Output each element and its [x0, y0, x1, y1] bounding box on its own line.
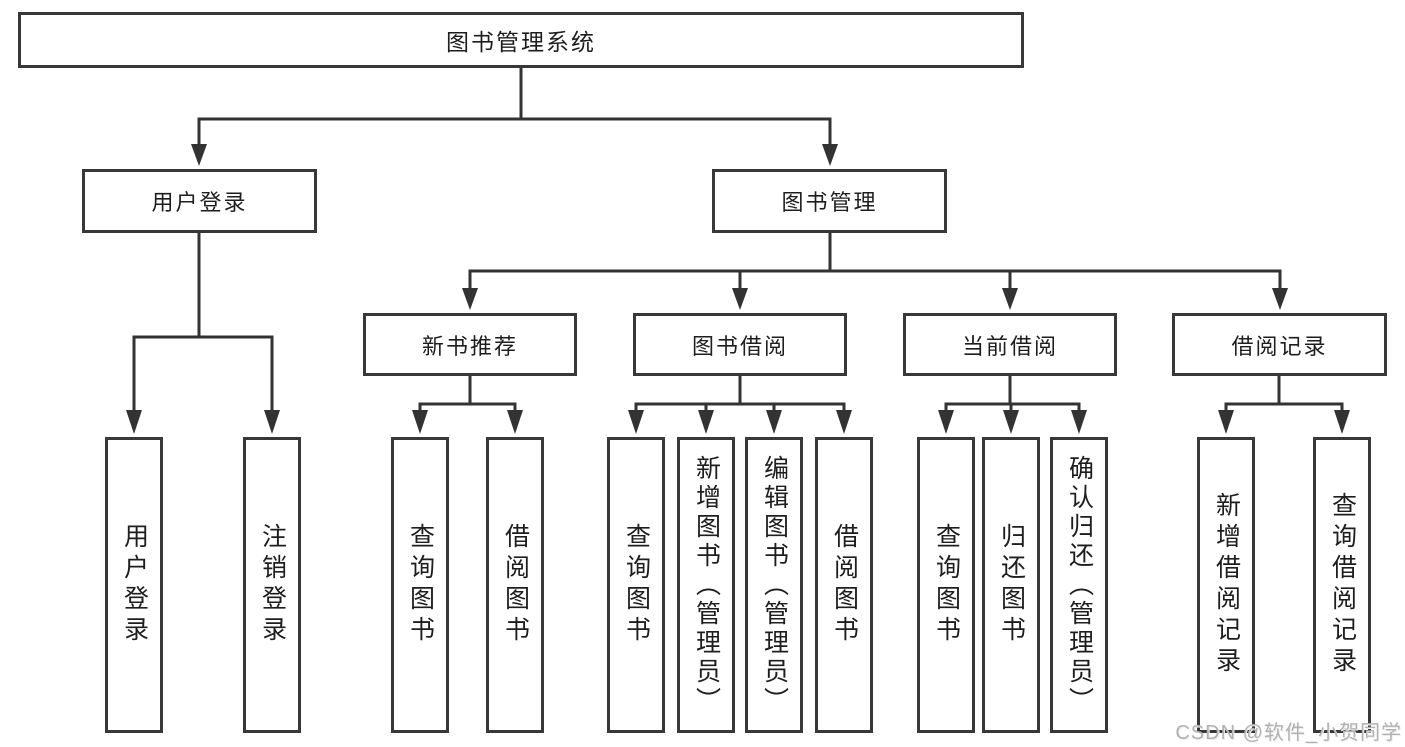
node-book-management: 图书管理 [712, 169, 947, 233]
node-user-login: 用户登录 [82, 169, 317, 233]
leaf-logout: 注销登录 [243, 437, 301, 733]
leaf-borrow-books: 借阅图书 [486, 437, 544, 733]
leaf-user-login: 用户登录 [105, 437, 163, 733]
node-new-book-recommend: 新书推荐 [363, 313, 577, 376]
node-root-system: 图书管理系统 [18, 12, 1024, 68]
leaf-add-borrow-record: 新增借阅记录 [1197, 437, 1255, 733]
csdn-watermark: CSDN @软件_小贺同学 [1175, 722, 1402, 744]
node-borrowing-records: 借阅记录 [1172, 313, 1387, 376]
leaf-confirm-return-admin: 确认归还（管理员） [1050, 437, 1108, 733]
leaf-edit-books-admin: 编辑图书（管理员） [745, 437, 803, 733]
node-current-borrowing: 当前借阅 [903, 313, 1117, 376]
node-book-borrowing: 图书借阅 [633, 313, 847, 376]
leaf-query-books: 查询图书 [607, 437, 665, 733]
leaf-query-borrow-record: 查询借阅记录 [1313, 437, 1371, 733]
leaf-query-books: 查询图书 [391, 437, 449, 733]
leaf-query-books: 查询图书 [917, 437, 975, 733]
leaf-return-books: 归还图书 [982, 437, 1040, 733]
leaf-borrow-books: 借阅图书 [815, 437, 873, 733]
leaf-add-books-admin: 新增图书（管理员） [677, 437, 735, 733]
